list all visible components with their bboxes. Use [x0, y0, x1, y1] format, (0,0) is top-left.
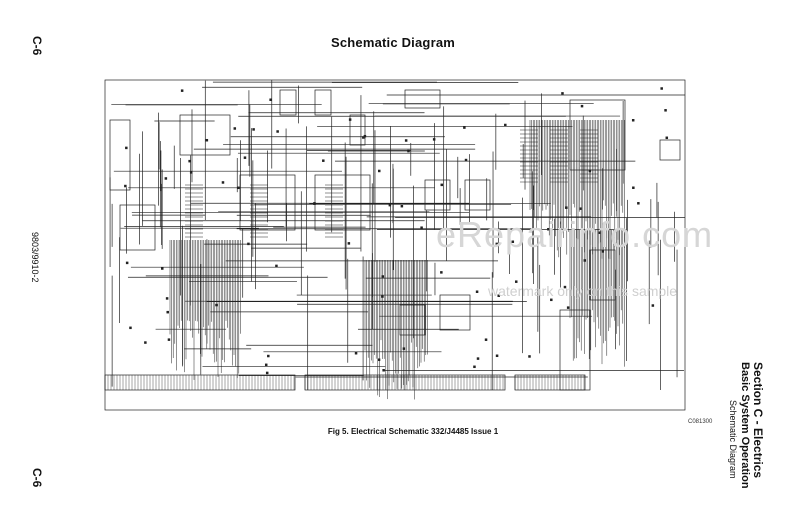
- electrical-schematic: [104, 79, 686, 411]
- watermark-site: eRepairinfo.com: [436, 214, 714, 255]
- schematic-components: [124, 87, 669, 375]
- document-number: 9803/9910-2: [30, 232, 40, 283]
- subsubsection-title: Schematic Diagram: [728, 400, 738, 479]
- figure-reference: C081300: [688, 419, 713, 425]
- schematic-wiring: [104, 79, 686, 411]
- page-number-bottom: C-6: [30, 468, 44, 488]
- page-title: Schematic Diagram: [330, 35, 456, 50]
- page-number-top: C-6: [30, 36, 44, 56]
- section-title: Section C - Electrics: [751, 362, 765, 479]
- watermark-notice: watermark only on this sample: [488, 283, 678, 299]
- figure-caption: Fig 5. Electrical Schematic 332/J4485 Is…: [327, 427, 499, 436]
- subsection-title: Basic System Operation: [739, 362, 751, 489]
